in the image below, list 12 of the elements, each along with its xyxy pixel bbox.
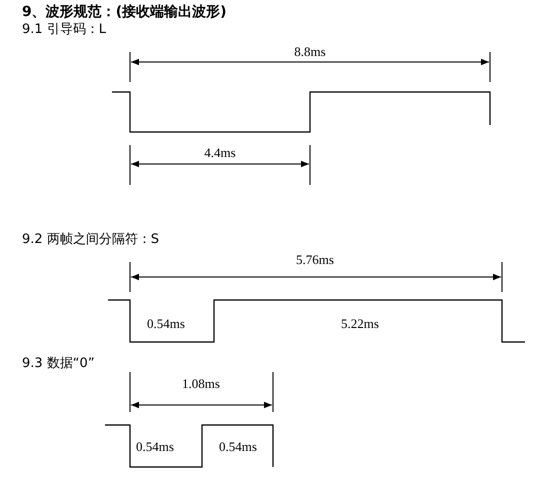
pulse-width-label: 5.22ms <box>341 315 379 333</box>
pulse-width-label: 0.54ms <box>147 315 185 333</box>
dimension-label: 8.8ms <box>294 43 326 61</box>
pulse-width-label: 0.54ms <box>136 438 174 456</box>
pulse-width-label: 0.54ms <box>219 438 257 456</box>
dimension-label: 4.4ms <box>204 144 236 162</box>
section-heading: 9.3 数据“0” <box>22 355 95 373</box>
section-heading: 9.1 引导码：L <box>22 21 106 39</box>
dimension-label: 5.76ms <box>296 251 334 269</box>
section-heading: 9.2 两帧之间分隔符：S <box>22 231 160 249</box>
dimension-label: 1.08ms <box>182 375 220 393</box>
section-title: 9、波形规范：(接收端输出波形) <box>22 3 227 22</box>
